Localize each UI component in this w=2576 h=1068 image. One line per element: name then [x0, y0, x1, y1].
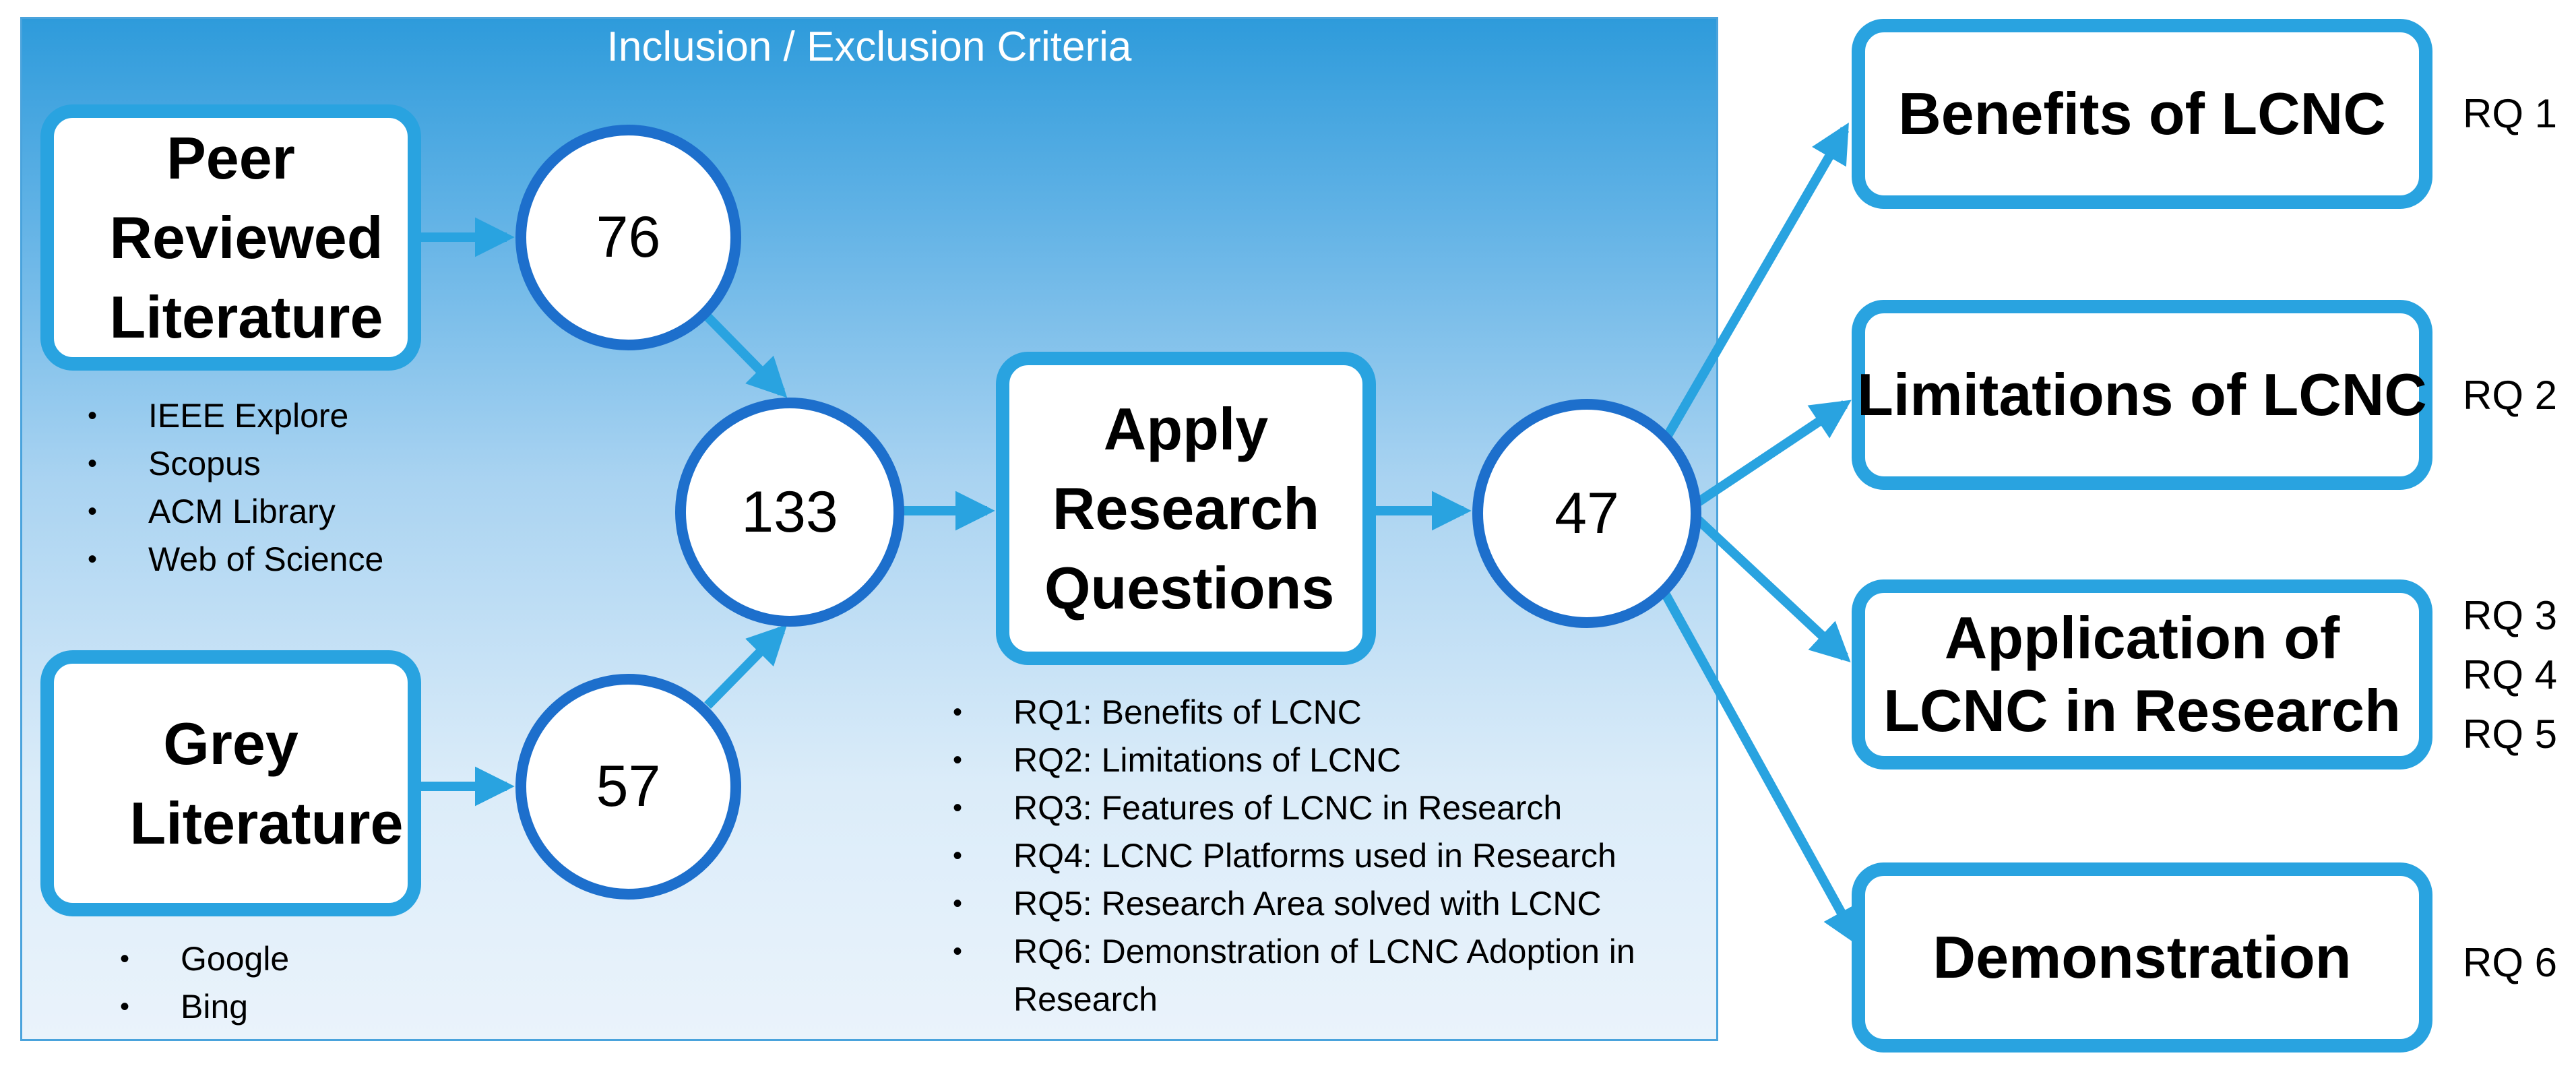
list-item: RQ2: Limitations of LCNC	[953, 736, 1707, 784]
list-item: RQ1: Benefits of LCNC	[953, 689, 1707, 736]
list-item: RQ5: Research Area solved with LCNC	[953, 880, 1707, 928]
list-item: Google	[120, 935, 289, 983]
apply-research-questions-label: Apply Research Questions	[1044, 395, 1335, 621]
merged-count-circle: 133	[675, 398, 904, 627]
rq-label: RQ 2	[2463, 373, 2558, 418]
grey-literature-label: Grey Literature	[129, 710, 404, 856]
final-count: 47	[1554, 480, 1619, 546]
rq-label: RQ 6	[2463, 940, 2558, 985]
peer-count-circle: 76	[515, 125, 741, 350]
grey-count: 57	[596, 754, 661, 819]
rq-label: RQ 4	[2463, 652, 2558, 697]
research-question-list: RQ1: Benefits of LCNC RQ2: Limitations o…	[953, 689, 1707, 1024]
list-item: Scopus	[88, 440, 383, 488]
database-list: IEEE Explore Scopus ACM Library Web of S…	[88, 392, 383, 584]
application-box: Application of LCNC in Research	[1852, 579, 2432, 769]
peer-reviewed-box: Peer Reviewed Literature	[40, 104, 421, 371]
demonstration-box: Demonstration	[1852, 862, 2432, 1053]
rq-label: RQ 5	[2463, 712, 2558, 757]
grey-literature-box: Grey Literature	[40, 650, 421, 916]
list-item: Bing	[120, 983, 289, 1031]
application-label: Application of LCNC in Research	[1883, 604, 2401, 744]
grey-count-circle: 57	[515, 674, 741, 900]
limitations-box: Limitations of LCNC	[1852, 300, 2432, 490]
final-count-circle: 47	[1472, 399, 1701, 628]
demonstration-label: Demonstration	[1933, 924, 2352, 991]
peer-reviewed-label: Peer Reviewed Literature	[109, 124, 383, 350]
arrow-76-to-133	[704, 313, 788, 398]
list-item: Web of Science	[88, 536, 383, 584]
list-item: IEEE Explore	[88, 392, 383, 440]
arrow-47-to-demonstration	[1658, 587, 1861, 947]
list-item: RQ4: LCNC Platforms used in Research	[953, 832, 1707, 880]
arrow-47-to-limitations	[1689, 400, 1852, 511]
arrow-47-to-application	[1688, 509, 1851, 663]
list-item: RQ3: Features of LCNC in Research	[953, 784, 1707, 832]
limitations-label: Limitations of LCNC	[1857, 361, 2427, 428]
search-engine-list: Google Bing	[120, 935, 289, 1031]
peer-count: 76	[596, 205, 661, 270]
benefits-box: Benefits of LCNC	[1852, 19, 2432, 209]
benefits-label: Benefits of LCNC	[1898, 80, 2386, 147]
list-item: ACM Library	[88, 488, 383, 536]
rq-label: RQ 1	[2463, 91, 2558, 136]
rq-label: RQ 3	[2463, 593, 2558, 638]
merged-count: 133	[741, 479, 838, 544]
arrow-47-to-benefits	[1660, 122, 1850, 444]
apply-research-questions-box: Apply Research Questions	[996, 352, 1376, 665]
arrow-57-to-133	[704, 624, 788, 709]
list-item: RQ6: Demonstration of LCNC Adoption in R…	[953, 928, 1707, 1024]
panel-title: Inclusion / Exclusion Criteria	[606, 24, 1132, 70]
